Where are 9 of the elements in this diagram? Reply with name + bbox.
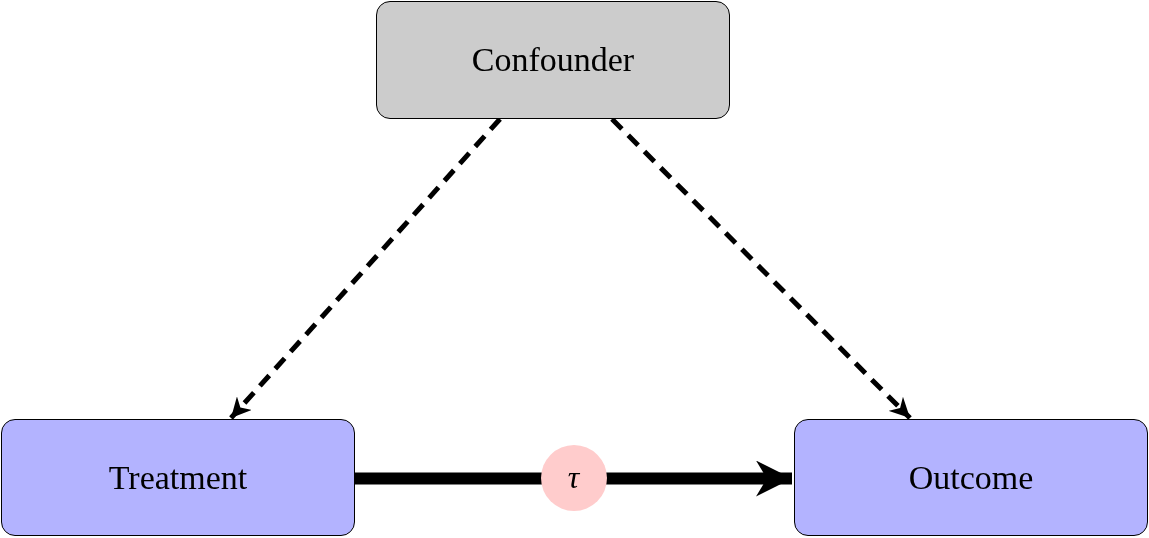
arrow bbox=[229, 117, 502, 420]
process-box bbox=[1, 419, 355, 536]
edge-label: τ bbox=[540, 444, 607, 511]
process-box bbox=[376, 1, 730, 119]
node-label: Confounder bbox=[471, 41, 635, 79]
node-label: Outcome bbox=[908, 458, 1034, 497]
arrow bbox=[610, 117, 912, 420]
process-box bbox=[794, 419, 1148, 536]
node-label: Treatment bbox=[108, 458, 248, 497]
